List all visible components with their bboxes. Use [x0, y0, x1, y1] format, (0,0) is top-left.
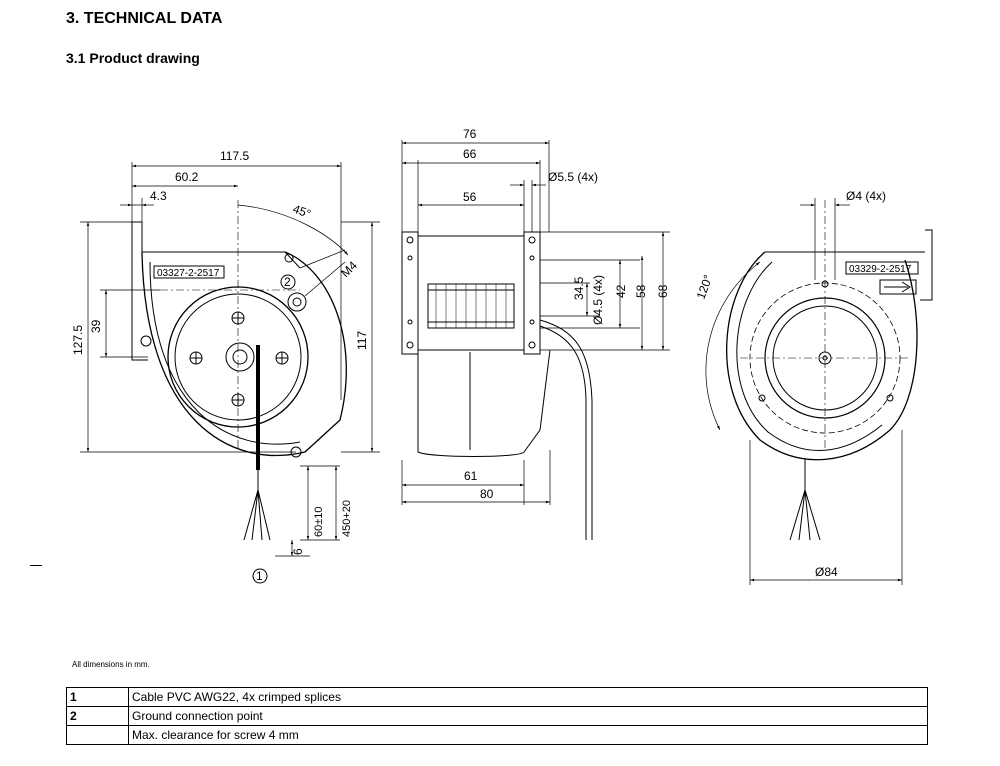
dim-d4: Ø4 (4x): [846, 189, 886, 203]
callout-2: 2: [284, 275, 291, 289]
legend-row: 2 Ground connection point: [66, 706, 928, 726]
callout-1: 1: [256, 569, 263, 583]
dim-127-5: 127.5: [71, 325, 85, 355]
dim-60-2: 60.2: [175, 170, 199, 184]
dim-76: 76: [463, 127, 477, 141]
dim-61: 61: [464, 469, 478, 483]
section-heading: 3. TECHNICAL DATA: [66, 10, 223, 27]
legend-num: 2: [66, 706, 129, 726]
dim-68: 68: [656, 284, 670, 298]
legend-text: Ground connection point: [128, 706, 928, 726]
dim-80: 80: [480, 487, 494, 501]
dim-m4: M4: [338, 258, 360, 280]
dim-450-tol: 450+20: [341, 500, 353, 537]
margin-mark: [30, 565, 42, 566]
legend-text: Cable PVC AWG22, 4x crimped splices: [128, 687, 928, 707]
legend-text: Max. clearance for screw 4 mm: [128, 725, 928, 745]
front-view: [80, 162, 380, 584]
dim-56: 56: [463, 190, 477, 204]
legend-num: [66, 725, 129, 745]
dim-d84: Ø84: [815, 565, 838, 579]
front-part-label: 03327-2-2517: [157, 268, 220, 279]
dim-66: 66: [463, 147, 477, 161]
dim-42: 42: [614, 284, 628, 298]
dim-d5-5: Ø5.5 (4x): [548, 170, 598, 184]
dim-6: 6: [291, 548, 305, 555]
dim-60-tol: 60±10: [313, 506, 325, 537]
dim-117-5: 117.5: [220, 149, 249, 163]
side-view: [401, 140, 670, 540]
subsection-heading: 3.1 Product drawing: [66, 50, 200, 66]
legend-row: Max. clearance for screw 4 mm: [66, 725, 928, 745]
dimensions-note: All dimensions in mm.: [72, 660, 150, 669]
dim-d4-5: Ø4.5 (4x): [591, 275, 605, 325]
dim-39: 39: [89, 319, 103, 333]
rear-part-label: 03329-2-2517: [849, 264, 912, 275]
dim-58: 58: [634, 284, 648, 298]
legend-num: 1: [66, 687, 129, 707]
side-view-labels: 76 66 Ø5.5 (4x) 56 34.5 Ø4.5 (4x) 42 58 …: [463, 127, 670, 501]
rear-view: [705, 198, 933, 585]
dim-117: 117: [355, 331, 369, 350]
front-view-labels: 117.5 60.2 4.3 45° M4 127.5 39 117 60±10…: [71, 149, 369, 583]
legend-table: 1 Cable PVC AWG22, 4x crimped splices 2 …: [66, 687, 928, 745]
dim-34-5: 34.5: [572, 276, 586, 300]
dim-120-deg: 120°: [694, 273, 716, 301]
dim-45-deg: 45°: [291, 202, 313, 221]
front-screws: [189, 311, 289, 407]
legend-row: 1 Cable PVC AWG22, 4x crimped splices: [66, 687, 928, 707]
dim-4-3: 4.3: [150, 189, 167, 203]
